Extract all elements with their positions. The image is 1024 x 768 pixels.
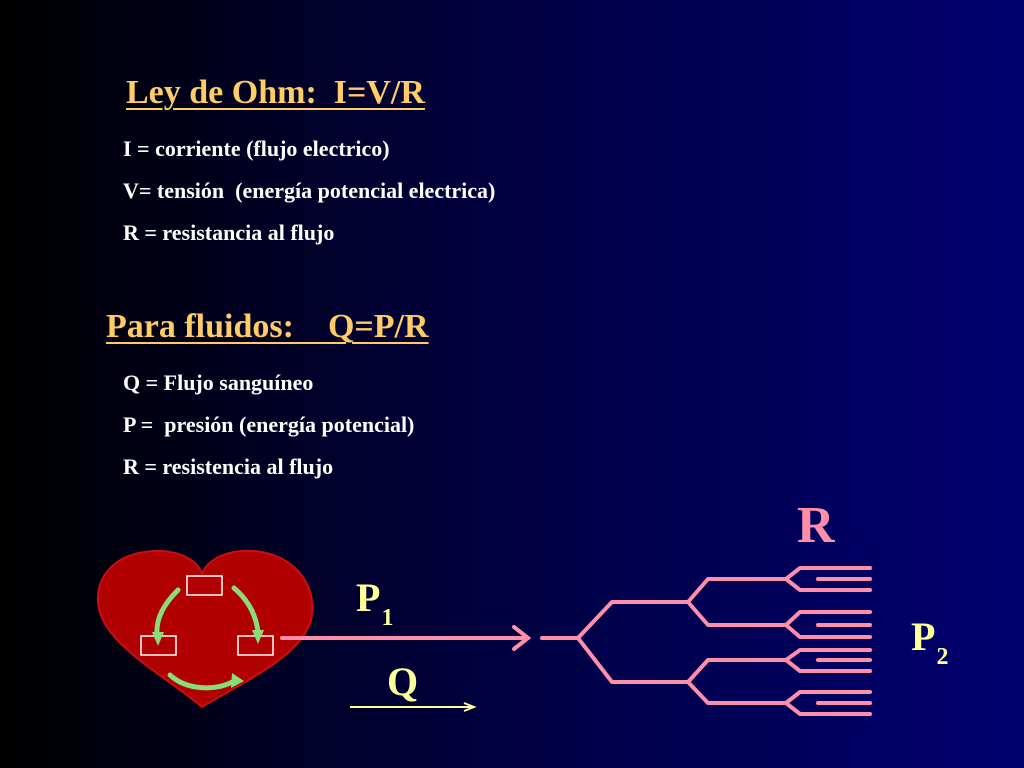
p2-label: P2: [911, 614, 948, 670]
heart-icon: [96, 549, 314, 709]
cycle-arrowheads: [152, 630, 264, 688]
p2-base: P: [911, 614, 936, 659]
fluid-definition-resistance: R = resistencia al flujo: [123, 454, 334, 479]
fluids-title: Para fluidos: Q=P/R: [106, 308, 429, 345]
ohm-definition-current: I = corriente (flujo electrico): [123, 136, 390, 161]
r-label: R: [797, 497, 835, 554]
cycle-box-top: [186, 575, 223, 596]
q-label: Q: [387, 659, 419, 704]
ohm-definition-voltage: V= tensión (energía potencial electrica): [123, 178, 496, 203]
p1-subscript: 1: [381, 605, 394, 631]
fluid-definition-pressure: P = presión (energía potencial): [123, 412, 415, 437]
p2-subscript: 2: [936, 644, 949, 670]
p1-base: P: [356, 575, 381, 620]
ohm-law-title: Ley de Ohm: I=V/R: [126, 74, 425, 111]
flow-arrow: [350, 702, 477, 712]
vessel-tree: [540, 566, 872, 716]
circular-arrows-icon: [154, 585, 261, 691]
fluid-definition-flow: Q = Flujo sanguíneo: [123, 370, 314, 395]
pressure-arrow: [280, 625, 532, 651]
p1-label: P1: [356, 575, 393, 631]
ohm-definition-resistance: R = resistancia al flujo: [123, 220, 335, 245]
